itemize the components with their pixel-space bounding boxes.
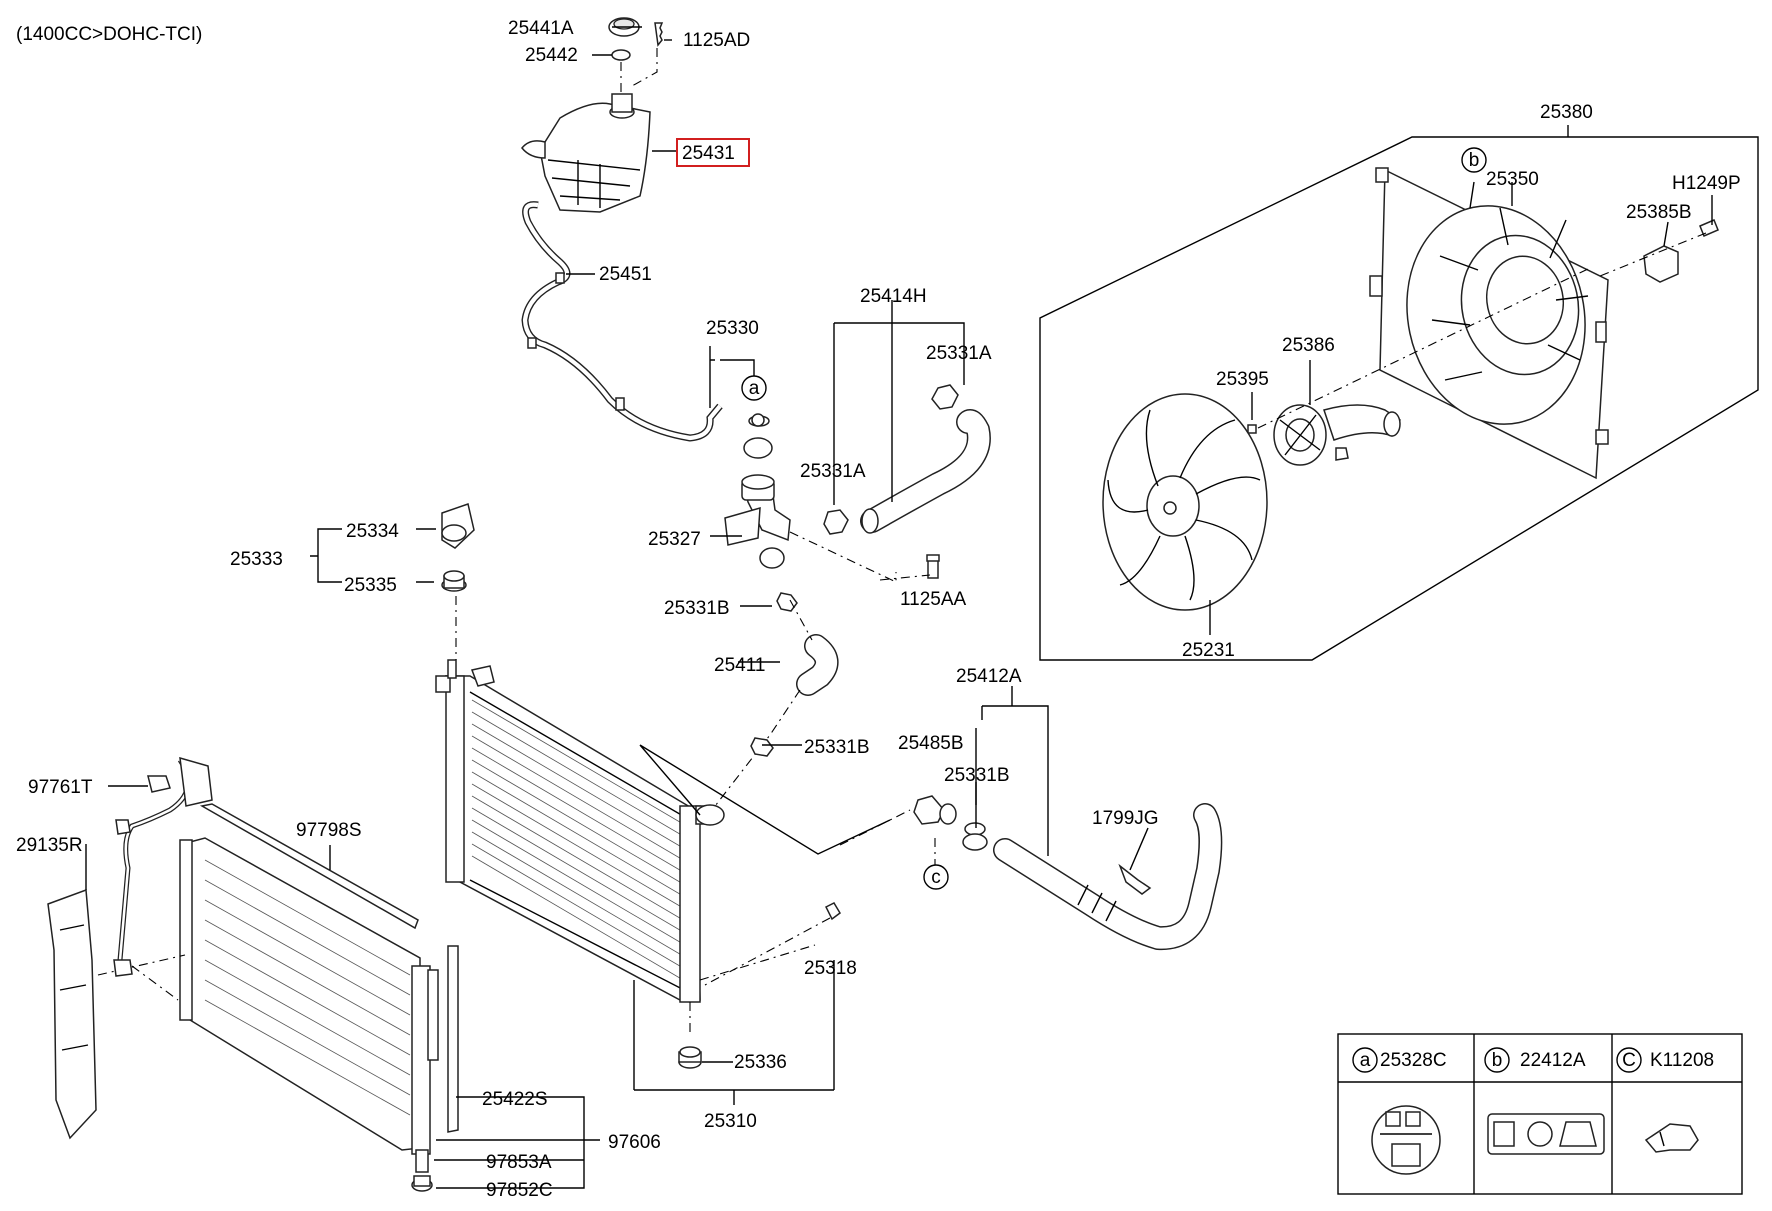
label-97798S[interactable]: 97798S	[296, 820, 362, 841]
ac-pipe-illustration	[113, 756, 213, 1001]
label-25422S[interactable]: 25422S	[482, 1089, 548, 1110]
label-25331B-b[interactable]: 25331B	[804, 737, 870, 758]
label-25380[interactable]: 25380	[1540, 102, 1593, 123]
reservoir-tank-illustration	[521, 93, 651, 213]
fan-shroud-illustration	[1369, 167, 1719, 480]
callout-a-letter: a	[749, 378, 760, 399]
callout-c: c	[923, 864, 949, 890]
label-25331A-left[interactable]: 25331A	[800, 461, 866, 482]
legend-b-part[interactable]: 22412A	[1520, 1050, 1586, 1071]
callout-c-letter: c	[931, 867, 941, 888]
label-25350[interactable]: 25350	[1486, 169, 1539, 190]
label-25451[interactable]: 25451	[599, 264, 652, 285]
part-labels[interactable]: 25441A 25442 1125AD 25431 25451 25330 25…	[16, 18, 1741, 1201]
legend-a-part[interactable]: 25328C	[1380, 1050, 1447, 1071]
label-1125AD[interactable]: 1125AD	[683, 30, 750, 51]
label-25327[interactable]: 25327	[648, 529, 701, 550]
radiator-illustration	[435, 575, 891, 1032]
legend-a: a 25328C	[1352, 1047, 1447, 1175]
label-25318[interactable]: 25318	[804, 958, 857, 979]
legend-b-letter: b	[1492, 1050, 1503, 1071]
label-25330[interactable]: 25330	[706, 318, 759, 339]
legend-c: C K11208	[1616, 1047, 1714, 1153]
reservoir-cap-illustration	[608, 17, 664, 100]
label-25431[interactable]: 25431	[682, 143, 735, 164]
label-97761T[interactable]: 97761T	[28, 777, 93, 798]
label-1799JG[interactable]: 1799JG	[1092, 808, 1159, 829]
label-25386[interactable]: 25386	[1282, 335, 1335, 356]
label-25310[interactable]: 25310	[704, 1111, 757, 1132]
label-H1249P[interactable]: H1249P	[1672, 173, 1741, 194]
label-25411[interactable]: 25411	[714, 655, 765, 676]
callout-a: a	[741, 375, 767, 427]
label-97606[interactable]: 97606	[608, 1132, 661, 1153]
lower-small-hose-illustration	[711, 592, 839, 811]
label-25331A-top[interactable]: 25331A	[926, 343, 992, 364]
label-1125AA[interactable]: 1125AA	[900, 589, 967, 610]
upper-hose-illustration	[823, 384, 991, 535]
label-25331B-c[interactable]: 25331B	[944, 765, 1010, 786]
legend-c-letter: C	[1622, 1050, 1636, 1071]
label-25335[interactable]: 25335	[344, 575, 397, 596]
label-25441A[interactable]: 25441A	[508, 18, 574, 39]
label-97853A[interactable]: 97853A	[486, 1152, 552, 1173]
callout-b-letter: b	[1469, 150, 1480, 171]
fan-blade-illustration	[1102, 393, 1268, 611]
callout-b: b	[1461, 147, 1487, 173]
label-25414H[interactable]: 25414H	[860, 286, 927, 307]
legend-b: b 22412A	[1484, 1047, 1605, 1155]
lower-hose-illustration	[839, 795, 1223, 951]
label-25334[interactable]: 25334	[346, 521, 399, 542]
legend-c-part[interactable]: K11208	[1650, 1050, 1714, 1071]
fan-motor-illustration	[1247, 267, 1591, 466]
label-97852C[interactable]: 97852C	[486, 1180, 553, 1201]
label-25412A[interactable]: 25412A	[956, 666, 1022, 687]
label-29135R[interactable]: 29135R	[16, 835, 83, 856]
label-25331B-a[interactable]: 25331B	[664, 598, 730, 619]
radiator-mounts-illustration	[441, 503, 841, 1069]
label-25231[interactable]: 25231	[1182, 640, 1235, 661]
legend-table: a 25328C b 22412A C K11208	[1337, 1033, 1743, 1195]
label-25485B[interactable]: 25485B	[898, 733, 964, 754]
condenser-illustration	[179, 803, 459, 1192]
engine-note: (1400CC>DOHC-TCI)	[16, 24, 202, 45]
fan-box-frame	[1039, 136, 1759, 661]
label-25333[interactable]: 25333	[230, 549, 283, 570]
highlight-box	[676, 138, 750, 167]
reservoir-hose-illustration	[521, 201, 723, 442]
label-25395[interactable]: 25395	[1216, 369, 1269, 390]
label-25385B[interactable]: 25385B	[1626, 202, 1692, 223]
legend-a-letter: a	[1360, 1050, 1371, 1071]
side-seal-illustration	[47, 888, 186, 1140]
leader-lines	[85, 26, 1713, 1189]
label-25442[interactable]: 25442	[525, 45, 578, 66]
label-25336[interactable]: 25336	[734, 1052, 787, 1073]
